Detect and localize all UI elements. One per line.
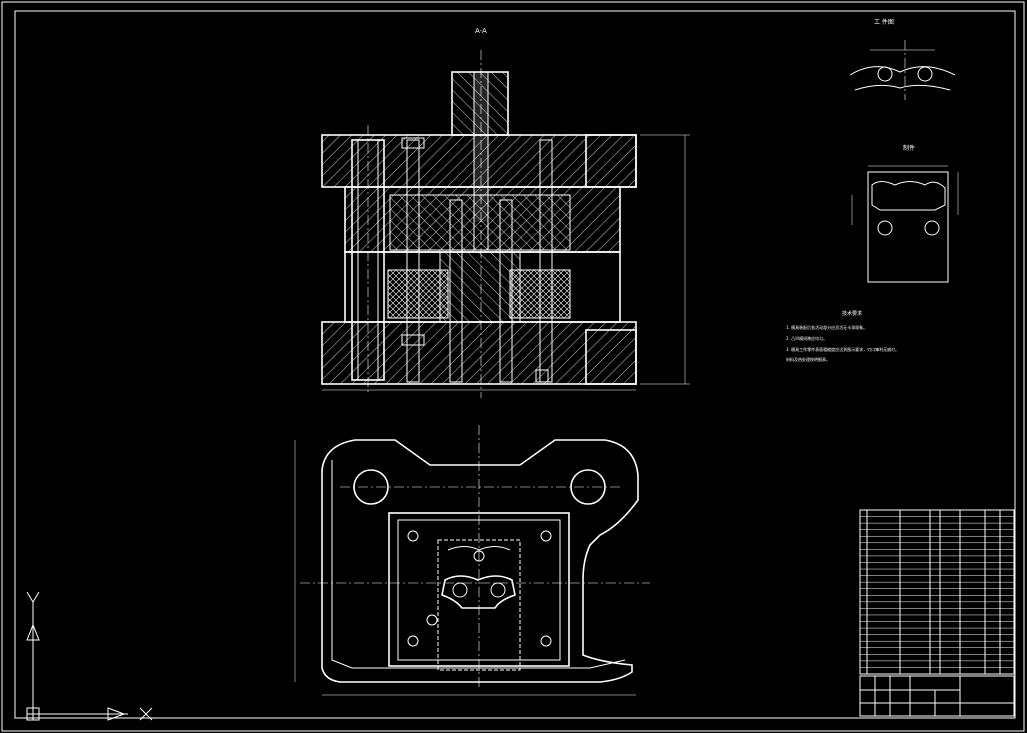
note-line: 2. 凸凹模间隙应均匀。 bbox=[786, 335, 827, 341]
part-view: 制件 bbox=[851, 144, 959, 283]
plan-view bbox=[294, 425, 650, 696]
note-line: 材料及热处理按明细表。 bbox=[786, 356, 830, 362]
title-block bbox=[859, 675, 1015, 717]
note-line: 1. 模具装配后各活动部分应灵活无卡滞现象。 bbox=[786, 324, 867, 330]
technical-notes: 技术要求 1. 模具装配后各活动部分应灵活无卡滞现象。 2. 凸凹模间隙应均匀。… bbox=[786, 310, 899, 362]
note-line: 3. 模具工作零件表面粗糙度应达到图示要求，刃口锋利无崩刃。 bbox=[786, 346, 899, 352]
notes-title: 技术要求 bbox=[842, 310, 862, 317]
detail-title: 工 件图 bbox=[874, 18, 894, 26]
section-label: A-A bbox=[475, 27, 487, 35]
sheet-inner-border bbox=[14, 10, 1016, 719]
bill-of-materials bbox=[859, 509, 1015, 675]
ucs-axes-icon bbox=[26, 591, 153, 721]
detail-view: 工 件图 bbox=[849, 18, 956, 100]
section-view: A-A bbox=[321, 27, 690, 398]
part-title: 制件 bbox=[903, 144, 915, 152]
